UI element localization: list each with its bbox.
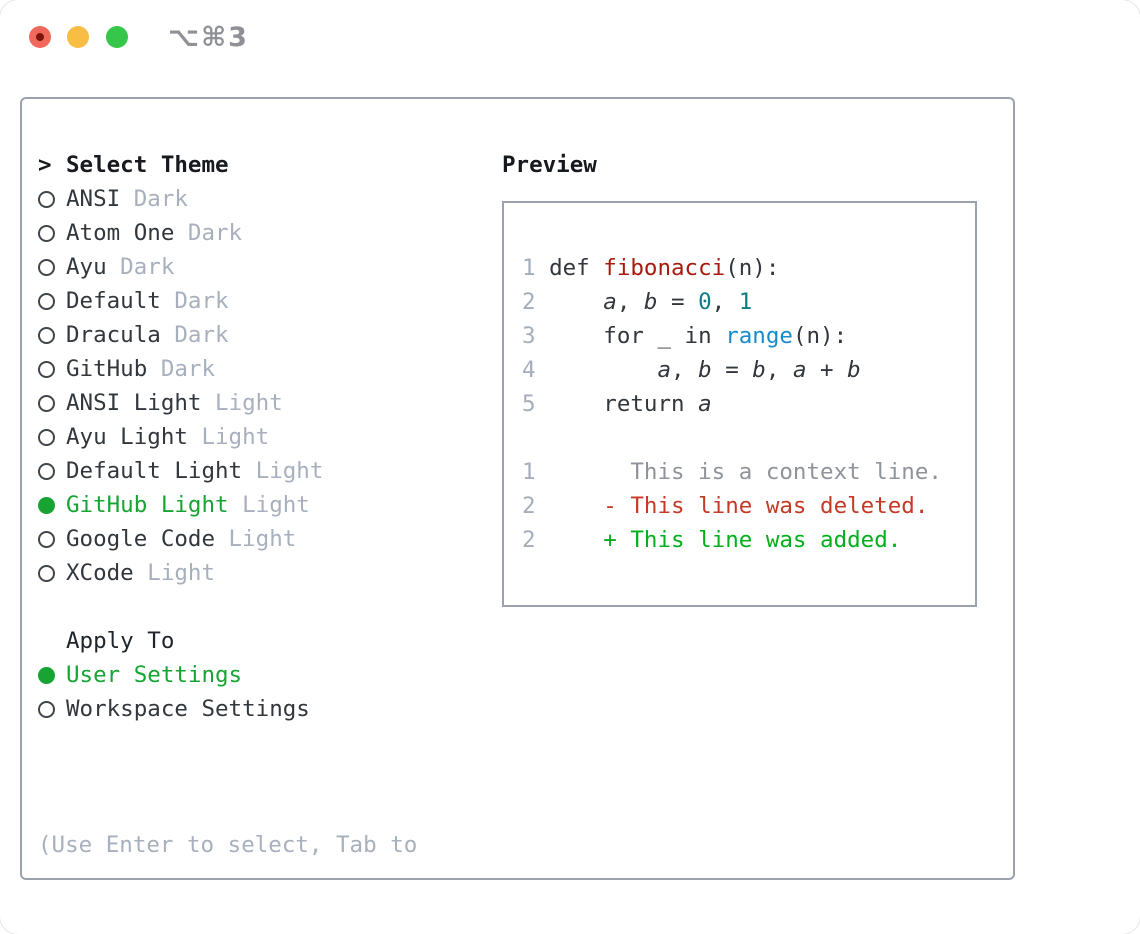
radio-unselected-icon bbox=[38, 292, 66, 310]
focus-caret: > bbox=[38, 152, 52, 178]
apply-to-header: Apply To bbox=[38, 624, 488, 658]
code-preview: 1 def fibonacci(n): 2 a, b = 0, 1 3 for … bbox=[522, 255, 942, 553]
maximize-button[interactable] bbox=[106, 26, 128, 48]
theme-option-variant: Dark bbox=[106, 254, 175, 280]
apply-to-option[interactable]: Workspace Settings bbox=[38, 692, 488, 726]
theme-option-label: Atom One bbox=[66, 220, 175, 246]
theme-option-label: ANSI Light bbox=[66, 390, 202, 416]
preview-column: Preview 1 def fibonacci(n): 2 a, b = 0, … bbox=[502, 148, 1002, 607]
radio-unselected-icon bbox=[38, 462, 66, 480]
keyboard-hint: (Use Enter to select, Tab to change focu… bbox=[38, 760, 488, 934]
titlebar: ⌥⌘3 bbox=[0, 0, 1140, 75]
theme-option-variant: Light bbox=[228, 492, 310, 518]
theme-option[interactable]: Atom One Dark bbox=[38, 216, 488, 250]
radio-unselected-icon bbox=[38, 190, 66, 208]
theme-option[interactable]: ANSI Light Light bbox=[38, 386, 488, 420]
radio-selected-icon bbox=[38, 496, 66, 514]
theme-option-label: Dracula bbox=[66, 322, 161, 348]
theme-option-variant: Light bbox=[242, 458, 324, 484]
theme-option-label: GitHub Light bbox=[66, 492, 229, 518]
theme-option[interactable]: Default Light Light bbox=[38, 454, 488, 488]
theme-option[interactable]: Ayu Light Light bbox=[38, 420, 488, 454]
apply-to-option-label: Workspace Settings bbox=[66, 696, 310, 722]
theme-option[interactable]: GitHub Light Light bbox=[38, 488, 488, 522]
theme-option-label: GitHub bbox=[66, 356, 148, 382]
theme-option[interactable]: Google Code Light bbox=[38, 522, 488, 556]
radio-unselected-icon bbox=[38, 258, 66, 276]
preview-header: Preview bbox=[502, 148, 1002, 182]
theme-option-variant: Dark bbox=[160, 322, 229, 348]
apply-to-option-label: User Settings bbox=[66, 662, 243, 688]
theme-option-variant: Dark bbox=[174, 220, 243, 246]
theme-option[interactable]: ANSI Dark bbox=[38, 182, 488, 216]
theme-option-variant: Dark bbox=[147, 356, 216, 382]
theme-option-variant: Light bbox=[187, 424, 270, 450]
theme-option-label: Default bbox=[66, 288, 161, 314]
keyboard-hint-line1: (Use Enter to select, Tab to bbox=[38, 832, 418, 858]
radio-unselected-icon bbox=[38, 530, 66, 548]
window-title-shortcut: ⌥⌘3 bbox=[168, 22, 249, 53]
theme-option-label: Ayu Light bbox=[66, 424, 188, 450]
theme-option[interactable]: Dracula Dark bbox=[38, 318, 488, 352]
theme-option[interactable]: Default Dark bbox=[38, 284, 488, 318]
radio-unselected-icon bbox=[38, 428, 66, 446]
theme-option-label: Default Light bbox=[66, 458, 243, 484]
preview-title: Preview bbox=[502, 152, 597, 178]
theme-option[interactable]: GitHub Dark bbox=[38, 352, 488, 386]
radio-unselected-icon bbox=[38, 700, 66, 718]
theme-option-label: XCode bbox=[66, 560, 134, 586]
theme-option-label: Ayu bbox=[66, 254, 107, 280]
select-theme-header: > Select Theme bbox=[38, 148, 488, 182]
keyboard-hint-line2: change focus) bbox=[38, 930, 488, 934]
apply-to-title: Apply To bbox=[66, 628, 175, 654]
theme-option[interactable]: XCode Light bbox=[38, 556, 488, 590]
select-theme-title: Select Theme bbox=[66, 152, 229, 178]
preview-box: 1 def fibonacci(n): 2 a, b = 0, 1 3 for … bbox=[502, 201, 977, 607]
close-button-dot bbox=[36, 33, 44, 41]
theme-option-label: ANSI bbox=[66, 186, 121, 212]
theme-option-variant: Light bbox=[133, 560, 216, 586]
theme-option-variant: Light bbox=[215, 526, 297, 552]
radio-unselected-icon bbox=[38, 224, 66, 242]
radio-unselected-icon bbox=[38, 326, 66, 344]
theme-option-label: Google Code bbox=[66, 526, 216, 552]
radio-unselected-icon bbox=[38, 394, 66, 412]
radio-unselected-icon bbox=[38, 564, 66, 582]
apply-to-option[interactable]: User Settings bbox=[38, 658, 488, 692]
theme-option[interactable]: Ayu Dark bbox=[38, 250, 488, 284]
close-button[interactable] bbox=[29, 26, 51, 48]
minimize-button[interactable] bbox=[67, 26, 89, 48]
theme-option-variant: Dark bbox=[160, 288, 229, 314]
radio-unselected-icon bbox=[38, 360, 66, 378]
theme-option-variant: Dark bbox=[120, 186, 188, 212]
theme-option-variant: Light bbox=[201, 390, 283, 416]
radio-selected-icon bbox=[38, 666, 66, 684]
